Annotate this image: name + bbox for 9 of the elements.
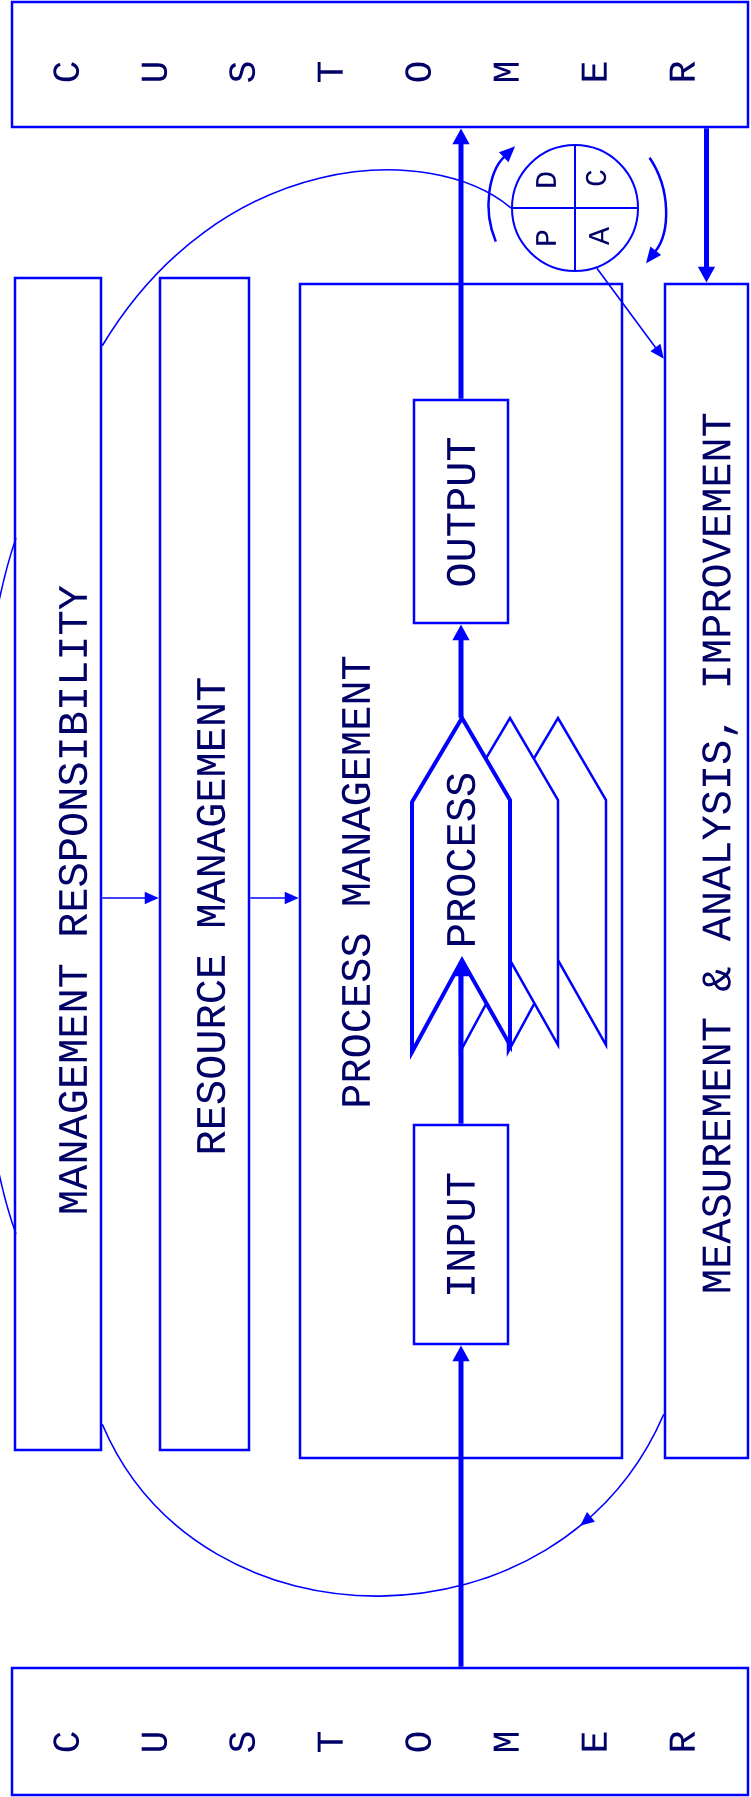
measurement-box: MEASUREMENT & ANALYSIS, IMPROVEMENT xyxy=(663,282,750,1460)
input-box: INPUT xyxy=(412,1123,510,1346)
output-box: OUTPUT xyxy=(412,398,510,625)
arc-line xyxy=(101,169,512,347)
management-box: MANAGEMENT RESPONSIBILITY xyxy=(13,276,103,1452)
loop-arrow xyxy=(101,1413,665,1597)
customer-box: C U S T O M E R xyxy=(10,0,750,129)
resource-box: RESOURCE MANAGEMENT xyxy=(158,276,251,1452)
customer-box: C U S T O M E R xyxy=(10,1666,750,1797)
